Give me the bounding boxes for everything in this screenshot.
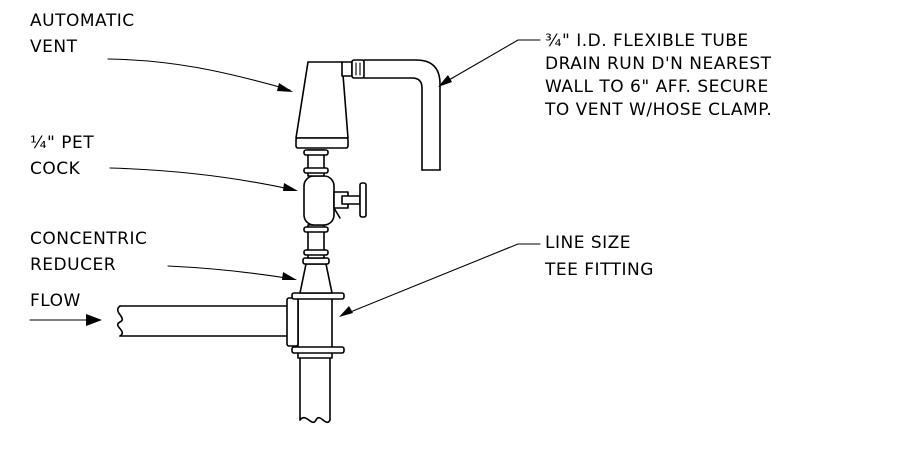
concentric-reducer xyxy=(299,257,333,294)
flexible-tube-outer xyxy=(363,59,441,171)
upper-nipple-ring-top xyxy=(303,149,329,156)
label-automatic-vent: AUTOMATIC VENT xyxy=(30,11,135,57)
flow-arrow-head xyxy=(86,314,102,326)
flexible-tube-inner xyxy=(363,77,423,171)
leader-tee-fitting-arrow xyxy=(339,306,353,317)
label-flexible-tube-line1: ¾" I.D. FLEXIBLE TUBE xyxy=(545,31,749,51)
pet-cock-valve xyxy=(303,175,367,226)
horizontal-pipe xyxy=(116,305,291,337)
leader-tee-fitting-line xyxy=(342,243,541,316)
leader-concentric-reducer-arrow xyxy=(282,272,297,280)
leader-concentric-reducer-line xyxy=(167,265,294,280)
automatic-vent xyxy=(295,61,353,149)
label-tee-fitting: LINE SIZE TEE FITTING xyxy=(544,233,654,280)
label-pet-cock-line1: ¼" PET xyxy=(30,133,94,153)
label-concentric-reducer-line2: REDUCER xyxy=(30,255,116,275)
tee-side-flange xyxy=(286,297,299,347)
upper-nipple xyxy=(303,149,329,177)
leader-flexible-tube xyxy=(438,39,541,87)
leader-pet-cock-arrow xyxy=(283,183,298,191)
label-pet-cock: ¼" PET COCK xyxy=(30,133,94,179)
lower-nipple xyxy=(303,224,329,259)
leader-automatic-vent-arrow xyxy=(277,83,293,92)
reducer-body xyxy=(299,263,333,294)
leader-automatic-vent-line xyxy=(107,58,291,91)
hose-clamp xyxy=(351,59,365,79)
lower-vertical-pipe xyxy=(299,357,331,424)
label-automatic-vent-line1: AUTOMATIC xyxy=(30,11,135,31)
label-flow: FLOW xyxy=(30,291,81,311)
leader-automatic-vent xyxy=(107,58,293,92)
label-flexible-tube-line3: WALL TO 6" AFF. SECURE xyxy=(545,77,769,97)
horizontal-pipe-break xyxy=(116,305,124,337)
flow-arrow xyxy=(29,314,102,326)
leader-tee-fitting xyxy=(339,243,541,317)
pet-cock-handle xyxy=(359,182,367,218)
vent-body xyxy=(295,61,349,139)
leader-pet-cock xyxy=(109,167,298,191)
label-automatic-vent-line2: VENT xyxy=(30,37,78,57)
lower-nipple-ring-bottom xyxy=(303,249,329,256)
label-flexible-tube: ¾" I.D. FLEXIBLE TUBE DRAIN RUN D'N NEAR… xyxy=(544,31,772,120)
tee-bottom-flange xyxy=(291,346,345,354)
reducer-top-ring xyxy=(302,257,330,265)
pet-cock-spindle xyxy=(341,195,361,205)
label-concentric-reducer-line1: CONCENTRIC xyxy=(30,229,147,249)
leader-flexible-tube-line xyxy=(441,39,541,85)
label-flexible-tube-line2: DRAIN RUN D'N NEAREST xyxy=(545,54,772,74)
flexible-tube xyxy=(351,59,441,171)
leader-flexible-tube-arrow xyxy=(438,75,452,87)
label-flexible-tube-line4: TO VENT W/HOSE CLAMP. xyxy=(544,100,772,120)
pet-cock-body xyxy=(303,175,335,226)
tee-fitting xyxy=(286,292,345,359)
vent-base xyxy=(295,137,349,149)
label-tee-fitting-line1: LINE SIZE xyxy=(545,233,631,253)
leader-pet-cock-line xyxy=(109,167,295,191)
label-pet-cock-line2: COCK xyxy=(30,159,81,179)
label-concentric-reducer: CONCENTRIC REDUCER xyxy=(30,229,147,275)
pet-cock-outlet xyxy=(333,207,341,219)
lower-pipe-break xyxy=(299,416,331,424)
upper-nipple-ring-bottom xyxy=(303,167,329,174)
label-tee-fitting-line2: TEE FITTING xyxy=(544,260,654,280)
vent-outlet-stub xyxy=(341,61,353,77)
lower-nipple-ring-top xyxy=(303,226,329,233)
leader-concentric-reducer xyxy=(167,265,297,280)
tee-top-flange xyxy=(291,292,345,300)
